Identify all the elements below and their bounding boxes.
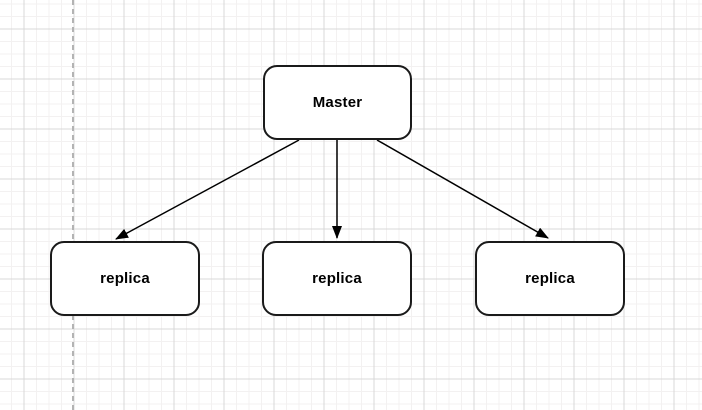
node-master-label: Master	[312, 94, 363, 111]
node-replica-3[interactable]: replica	[475, 241, 625, 316]
node-master[interactable]: Master	[263, 65, 412, 140]
node-replica-1[interactable]: replica	[50, 241, 200, 316]
node-replica-2[interactable]: replica	[262, 241, 412, 316]
node-replica-2-label: replica	[312, 270, 362, 287]
node-replica-3-label: replica	[525, 270, 575, 287]
node-replica-1-label: replica	[100, 270, 150, 287]
edge-master-to-replica-1[interactable]	[115, 139, 300, 240]
edge-master-to-replica-3[interactable]	[376, 139, 549, 239]
